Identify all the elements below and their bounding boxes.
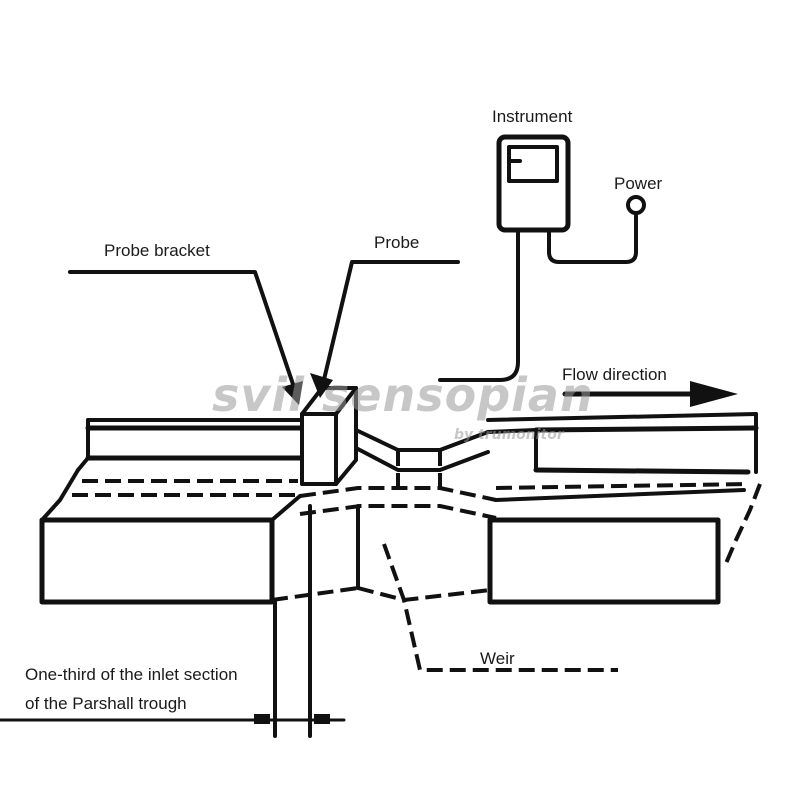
probe-bracket-label: Probe bracket (104, 241, 210, 260)
probe-bracket (300, 386, 358, 486)
instrument-icon (496, 134, 571, 233)
inlet-section-label-line1: One-third of the inlet section (25, 665, 238, 684)
probe-label: Probe (374, 233, 420, 252)
probe-leader (310, 260, 460, 398)
outlet-channel (486, 412, 762, 605)
weir-leader (382, 543, 618, 672)
instrument-label: Instrument (492, 107, 573, 126)
watermark-brand: svil sensopian (212, 368, 594, 422)
power-cable (547, 195, 646, 264)
flow-direction-arrow (562, 381, 738, 407)
throat-section (270, 428, 497, 603)
inlet-channel (39, 418, 303, 605)
weir-label: Weir (480, 649, 515, 668)
power-label: Power (614, 174, 663, 193)
probe-bracket-leader (68, 270, 303, 405)
inlet-section-label-line2: of the Parshall trough (25, 694, 187, 713)
flow-direction-label: Flow direction (562, 365, 667, 384)
signal-cable (438, 228, 520, 382)
watermark-tagline: by trumonitor (454, 427, 564, 443)
inlet-section-marker (0, 504, 346, 738)
